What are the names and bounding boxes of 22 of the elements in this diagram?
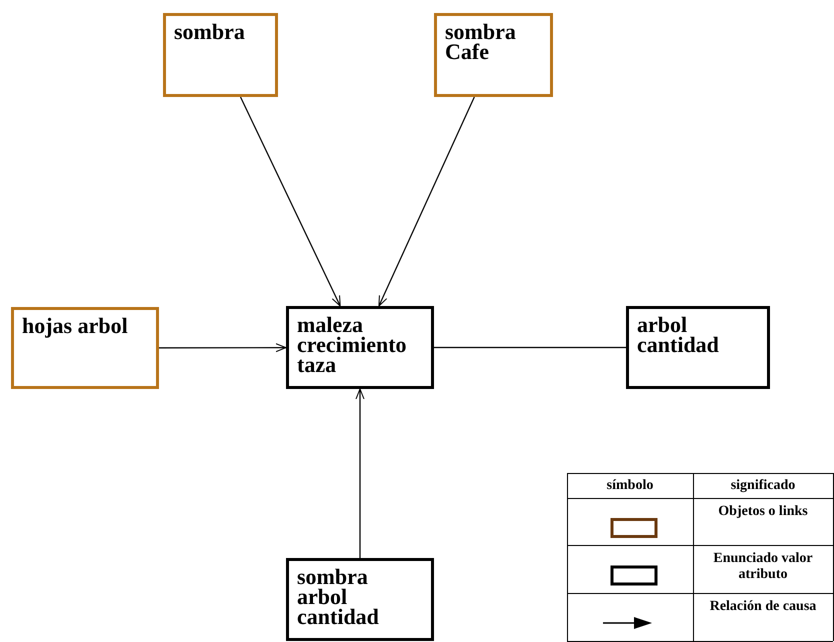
node-label: sombra bbox=[174, 22, 246, 42]
statement-box bbox=[626, 306, 770, 389]
object-box bbox=[163, 13, 278, 97]
legend-text: Enunciado valor atributo bbox=[712, 551, 814, 583]
legend-text: Objetos o links bbox=[717, 504, 809, 520]
object-box bbox=[434, 13, 553, 97]
arrow bbox=[356, 388, 364, 558]
connector-line bbox=[434, 346, 626, 348]
object-box bbox=[11, 307, 159, 389]
arrow bbox=[378, 96, 475, 306]
statement-box bbox=[286, 558, 434, 641]
column-header: símbolo bbox=[606, 478, 654, 494]
node-label: arbol cantidad bbox=[637, 315, 720, 355]
arrow bbox=[240, 96, 341, 306]
legend-text: Relación de causa bbox=[708, 599, 818, 615]
node-label: sombra arbol cantidad bbox=[297, 567, 380, 627]
column-header: significado bbox=[730, 478, 796, 494]
node-label: hojas arbol bbox=[22, 316, 129, 336]
arrow bbox=[159, 343, 286, 352]
node-label: maleza crecimiento taza bbox=[297, 315, 408, 375]
statement-box bbox=[286, 306, 434, 389]
node-label: sombra Cafe bbox=[445, 22, 517, 62]
